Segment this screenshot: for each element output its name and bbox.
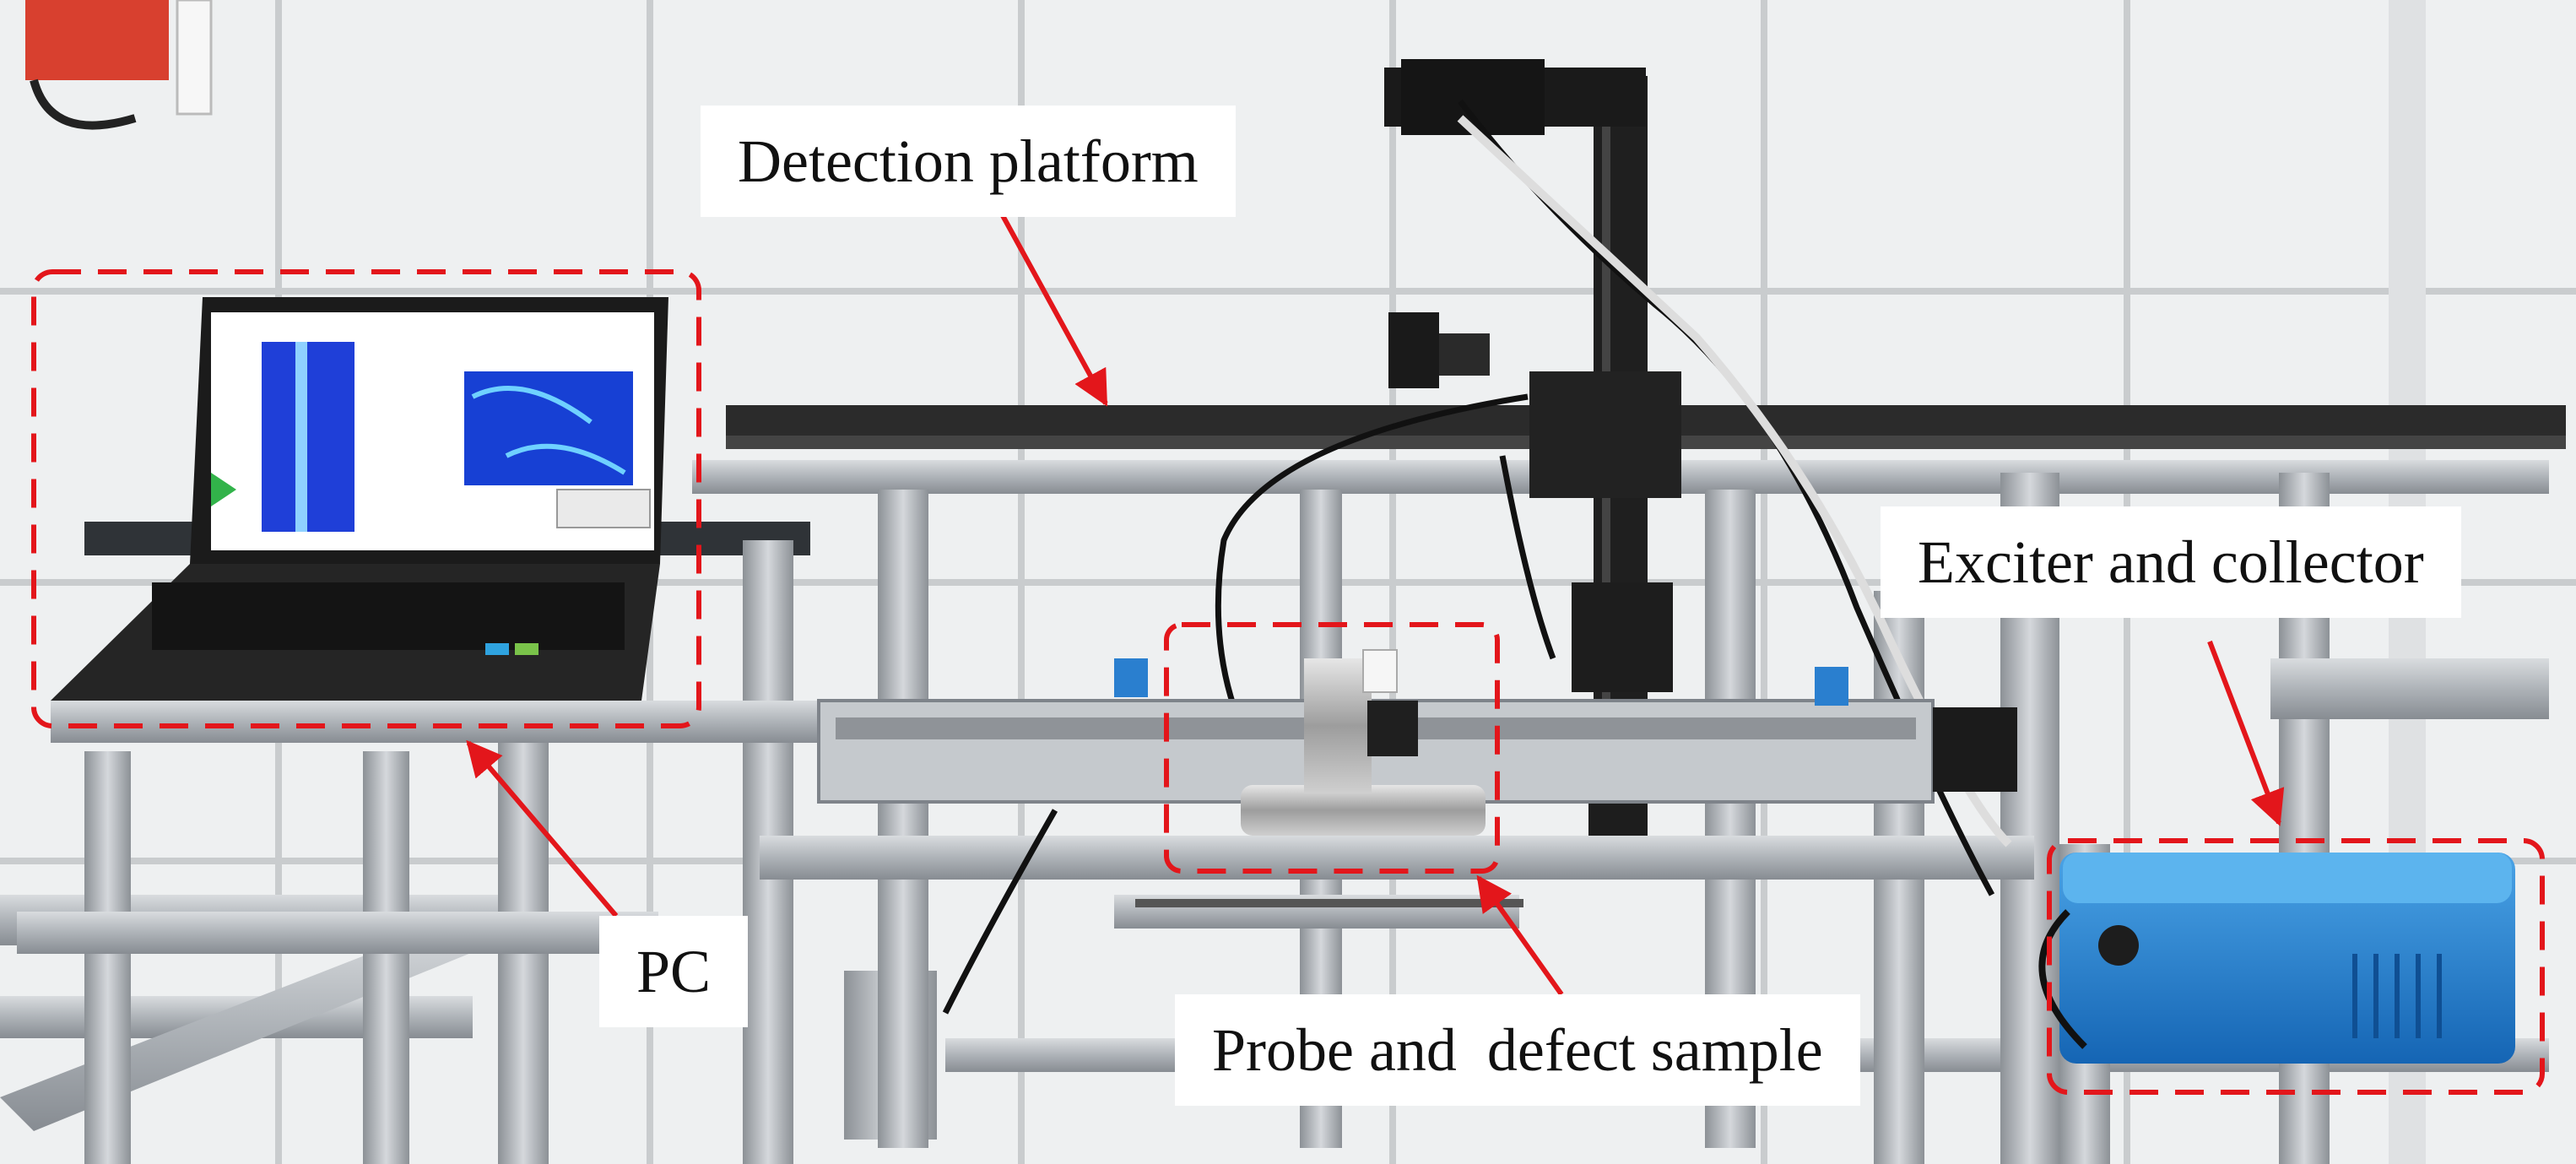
wall-bracket (176, 0, 213, 116)
arrow-exciter-collector (2207, 640, 2285, 826)
probe-highlight (1164, 622, 1500, 874)
label-exciter-collector: Exciter and collector (1881, 506, 2461, 618)
annotation-arrows (466, 209, 2285, 996)
laptop (51, 297, 668, 701)
probe-sample (1135, 649, 1523, 907)
annotation-boxes (31, 269, 2545, 1095)
label-probe-sample: Probe and defect sample (1175, 994, 1860, 1106)
red-wall-box (25, 0, 169, 80)
arrow-detection-platform (998, 209, 1108, 407)
pc-highlight (31, 269, 701, 728)
exciter-collector-box (2038, 853, 2515, 1064)
arrow-probe-sample (1476, 874, 1564, 996)
arrow-pc (466, 739, 619, 918)
wall-cable (30, 79, 137, 130)
exciter-highlight (2047, 838, 2545, 1095)
label-detection-platform: Detection platform (701, 106, 1236, 217)
label-pc: PC (599, 916, 749, 1027)
